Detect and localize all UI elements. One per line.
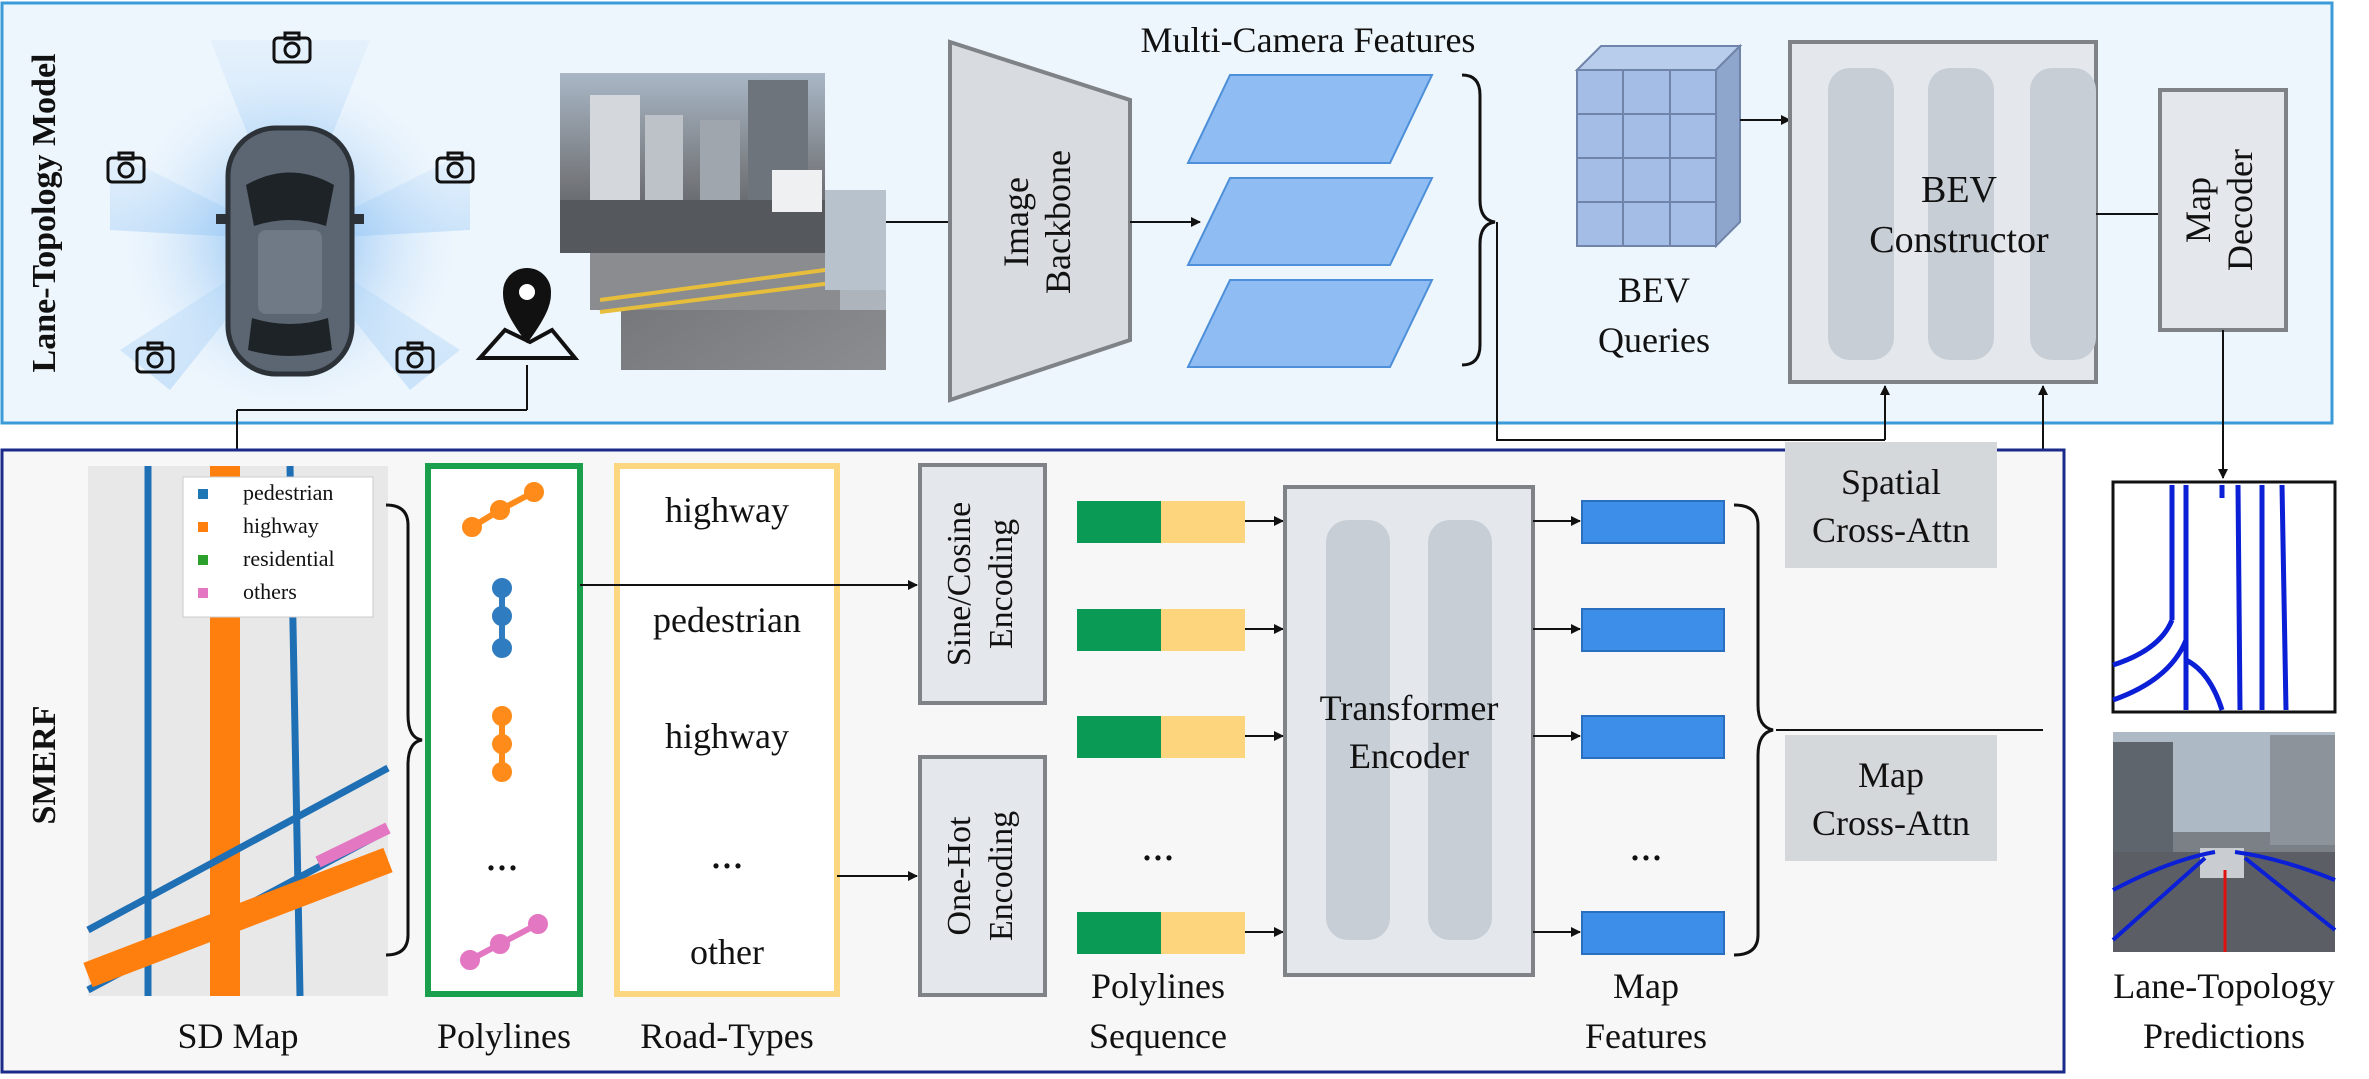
- map-feature-token: [1581, 500, 1725, 544]
- map-attn-label-2: Cross-Attn: [1812, 803, 1970, 843]
- features-brace: [1461, 73, 1496, 367]
- map-decoder-label-2: Decoder: [2220, 149, 2260, 271]
- car-illustration: [110, 40, 470, 410]
- sequence-token-geometry: [1077, 716, 1161, 758]
- road-type-item: highway: [665, 490, 789, 530]
- sdmap-brace: [385, 503, 423, 957]
- onehot-encoding-label-1: One-Hot: [941, 816, 978, 936]
- bev-constructor-label-2: Constructor: [1869, 219, 2049, 261]
- spatial-cross-attn-block: [1785, 442, 1997, 568]
- road-types-box: [614, 463, 840, 997]
- map-features-ellipsis: ...: [1630, 821, 1663, 870]
- feature-planes: [1186, 74, 1434, 368]
- bev-queries-grid: [1574, 43, 1743, 249]
- spatial-attn-label-2: Cross-Attn: [1812, 510, 1970, 550]
- legend-label: pedestrian: [243, 480, 333, 505]
- legend-swatch: [198, 489, 208, 499]
- polylines-caption: Polylines: [437, 1016, 571, 1056]
- map-cross-attn-block: [1785, 735, 1997, 861]
- map-feature-token: [1581, 608, 1725, 652]
- sine-encoding-label-2: Encoding: [983, 519, 1020, 649]
- sequence-token-type: [1161, 609, 1245, 651]
- sequence-token-geometry: [1077, 609, 1161, 651]
- sd-map-caption: SD Map: [177, 1016, 298, 1056]
- polyline-glyphs: [460, 482, 548, 970]
- legend-swatch: [198, 555, 208, 565]
- smerf-title: SMERF: [26, 706, 63, 825]
- transformer-encoder-block: [1283, 485, 1535, 977]
- road-type-item: pedestrian: [653, 600, 801, 640]
- road-type-item: highway: [665, 716, 789, 756]
- multi-camera-features-title: Multi-Camera Features: [1141, 20, 1476, 60]
- map-attn-label-1: Map: [1858, 755, 1924, 795]
- predictions-caption-2: Predictions: [2143, 1016, 2305, 1056]
- onehot-encoding-label-2: Encoding: [983, 811, 1020, 941]
- legend-swatch: [198, 522, 208, 532]
- camera-icon: [106, 31, 475, 374]
- map-decoder-block: [2158, 88, 2288, 332]
- sd-map: [83, 465, 393, 997]
- image-backbone-label-1: Image: [996, 177, 1036, 267]
- sine-cosine-encoding-block: [918, 463, 1047, 705]
- map-feature-token: [1581, 715, 1725, 759]
- map-decoder-label-1: Map: [2178, 177, 2218, 243]
- lane-topology-camera-view: [2111, 732, 2337, 952]
- sequence-ellipsis: ...: [1142, 821, 1175, 870]
- bev-constructor-label-1: BEV: [1921, 169, 1998, 211]
- sequence-token-type: [1161, 501, 1245, 543]
- polylines-sequence: [1077, 501, 1284, 954]
- road-type-item: ...: [711, 829, 744, 878]
- map-features: [1533, 500, 1725, 955]
- image-backbone-block: [948, 39, 1132, 403]
- transformer-label-1: Transformer: [1320, 688, 1499, 728]
- road-type-item: other: [690, 932, 764, 972]
- map-features-brace: [1733, 503, 1774, 957]
- bev-queries-label-2: Queries: [1598, 320, 1710, 360]
- lane-topology-bev-plot: [2111, 480, 2337, 714]
- image-backbone-label-2: Backbone: [1038, 150, 1078, 294]
- sequence-caption-2: Sequence: [1089, 1016, 1227, 1056]
- sd-map-legend: pedestrian highway residential others: [198, 480, 335, 604]
- sequence-token-geometry: [1077, 912, 1161, 954]
- sequence-token-geometry: [1077, 501, 1161, 543]
- features-to-spatial-connector: [1496, 222, 1880, 441]
- legend-label: highway: [243, 513, 319, 538]
- spatial-attn-label-1: Spatial: [1841, 462, 1941, 502]
- road-types-caption: Road-Types: [640, 1016, 813, 1056]
- map-features-caption-1: Map: [1613, 966, 1679, 1006]
- one-hot-encoding-block: [918, 755, 1047, 997]
- map-pin-icon: [475, 268, 580, 360]
- sequence-token-type: [1161, 912, 1245, 954]
- polylines-ellipsis: ...: [486, 831, 519, 880]
- predictions-caption-1: Lane-Topology: [2113, 966, 2334, 1006]
- camera-images: [560, 73, 886, 370]
- sequence-token-type: [1161, 716, 1245, 758]
- legend-label: residential: [243, 546, 335, 571]
- legend-swatch: [198, 588, 208, 598]
- transformer-label-2: Encoder: [1349, 736, 1469, 776]
- map-features-caption-2: Features: [1585, 1016, 1707, 1056]
- legend-label: others: [243, 579, 297, 604]
- lane-topology-title: Lane-Topology Model: [26, 54, 63, 373]
- sine-encoding-label-1: Sine/Cosine: [941, 502, 978, 666]
- sequence-caption-1: Polylines: [1091, 966, 1225, 1006]
- map-feature-token: [1581, 911, 1725, 955]
- bev-queries-label-1: BEV: [1618, 270, 1690, 310]
